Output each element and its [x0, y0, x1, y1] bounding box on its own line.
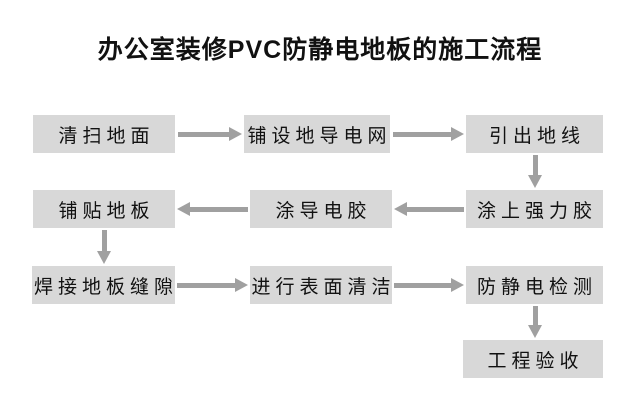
arrow-down-icon [528, 306, 542, 338]
flow-node-anti-static-test: 防静电检测 [466, 266, 603, 304]
arrow-right-icon [394, 278, 464, 292]
page-title: 办公室装修PVC防静电地板的施工流程 [97, 36, 543, 64]
flow-node-lay-conductive-mesh: 铺设地导电网 [244, 115, 390, 153]
flow-node-apply-strong-glue: 涂上强力胶 [466, 190, 603, 228]
arrow-right-icon [178, 127, 242, 141]
flow-node-clean-ground: 清扫地面 [33, 115, 175, 153]
arrow-left-icon [394, 202, 464, 216]
arrow-right-icon [177, 278, 248, 292]
arrow-left-icon [177, 202, 248, 216]
flow-node-lead-out-ground-wire: 引出地线 [466, 115, 603, 153]
flow-node-project-acceptance: 工程验收 [463, 340, 603, 378]
arrow-down-icon [528, 155, 542, 188]
arrow-down-icon [97, 230, 111, 264]
flow-node-apply-conductive-glue: 涂导电胶 [250, 190, 392, 228]
flow-node-surface-cleaning: 进行表面清洁 [250, 266, 392, 304]
flow-node-lay-floor: 铺贴地板 [33, 190, 175, 228]
flow-node-weld-floor-seams: 焊接地板缝隙 [32, 266, 175, 304]
arrow-right-icon [393, 127, 464, 141]
